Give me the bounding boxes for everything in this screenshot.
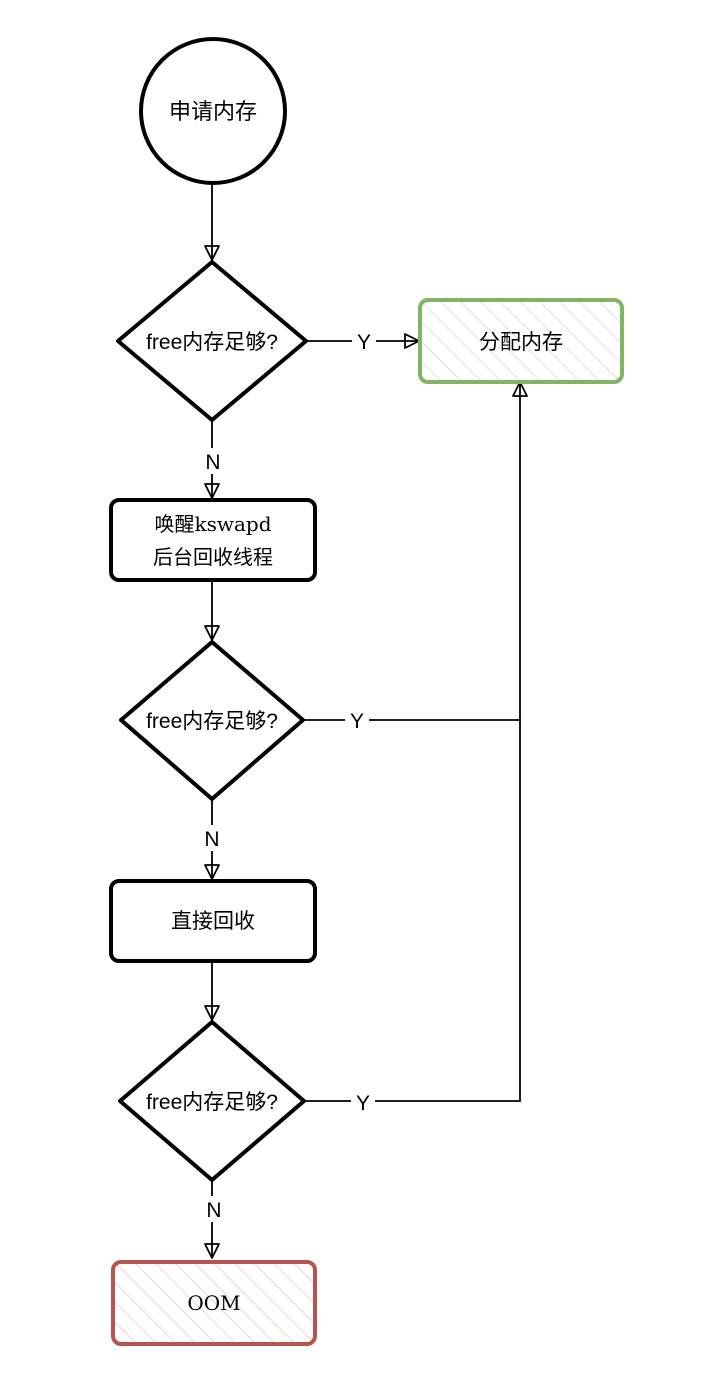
node-alloc-label: 分配内存: [479, 330, 563, 354]
arrowhead-icon: [204, 625, 220, 641]
node-oom-label: OOM: [187, 1291, 240, 1315]
svg-text:Y: Y: [356, 1092, 370, 1115]
svg-text:Y: Y: [357, 331, 371, 354]
node-check3-label: free内存足够?: [146, 1091, 278, 1114]
node-oom: OOM: [111, 1260, 317, 1346]
edge-check2-to-alloc: [303, 383, 521, 721]
node-direct: 直接回收: [109, 879, 317, 963]
node-kswapd-line2: 后台回收线程: [153, 545, 273, 569]
edge-label-check2-no: N: [200, 825, 224, 851]
svg-text:N: N: [205, 451, 220, 474]
arrowhead-icon: [204, 1243, 220, 1259]
arrowhead-icon: [204, 483, 220, 499]
node-alloc: 分配内存: [418, 298, 624, 384]
node-start-label: 申请内存: [169, 100, 257, 125]
edge-label-check3-no: N: [202, 1196, 226, 1222]
node-kswapd-line1: 唤醒kswapd: [154, 512, 271, 536]
edge-check3-to-alloc: [303, 719, 521, 1102]
arrowhead-icon: [512, 381, 528, 397]
node-direct-label: 直接回收: [171, 909, 255, 933]
node-check1-label: free内存足够?: [146, 331, 278, 354]
arrowhead-icon: [204, 864, 220, 880]
edge-label-check2-yes: Y: [345, 707, 369, 733]
node-check2-label: free内存足够?: [146, 710, 278, 733]
svg-text:N: N: [206, 1199, 221, 1222]
node-check3: free内存足够?: [118, 1020, 306, 1182]
edge-label-check1-no: N: [201, 448, 225, 474]
svg-text:N: N: [204, 828, 219, 851]
node-kswapd: 唤醒kswapd 后台回收线程: [109, 498, 317, 582]
node-start: 申请内存: [139, 37, 287, 185]
arrowhead-icon: [204, 245, 220, 261]
edge-label-check1-yes: Y: [352, 328, 376, 354]
node-check1: free内存足够?: [116, 260, 308, 422]
arrowhead-icon: [204, 1005, 220, 1021]
arrowhead-icon: [404, 333, 420, 349]
edge-label-check3-yes: Y: [351, 1089, 375, 1115]
svg-text:Y: Y: [350, 710, 364, 733]
node-check2: free内存足够?: [119, 640, 305, 801]
